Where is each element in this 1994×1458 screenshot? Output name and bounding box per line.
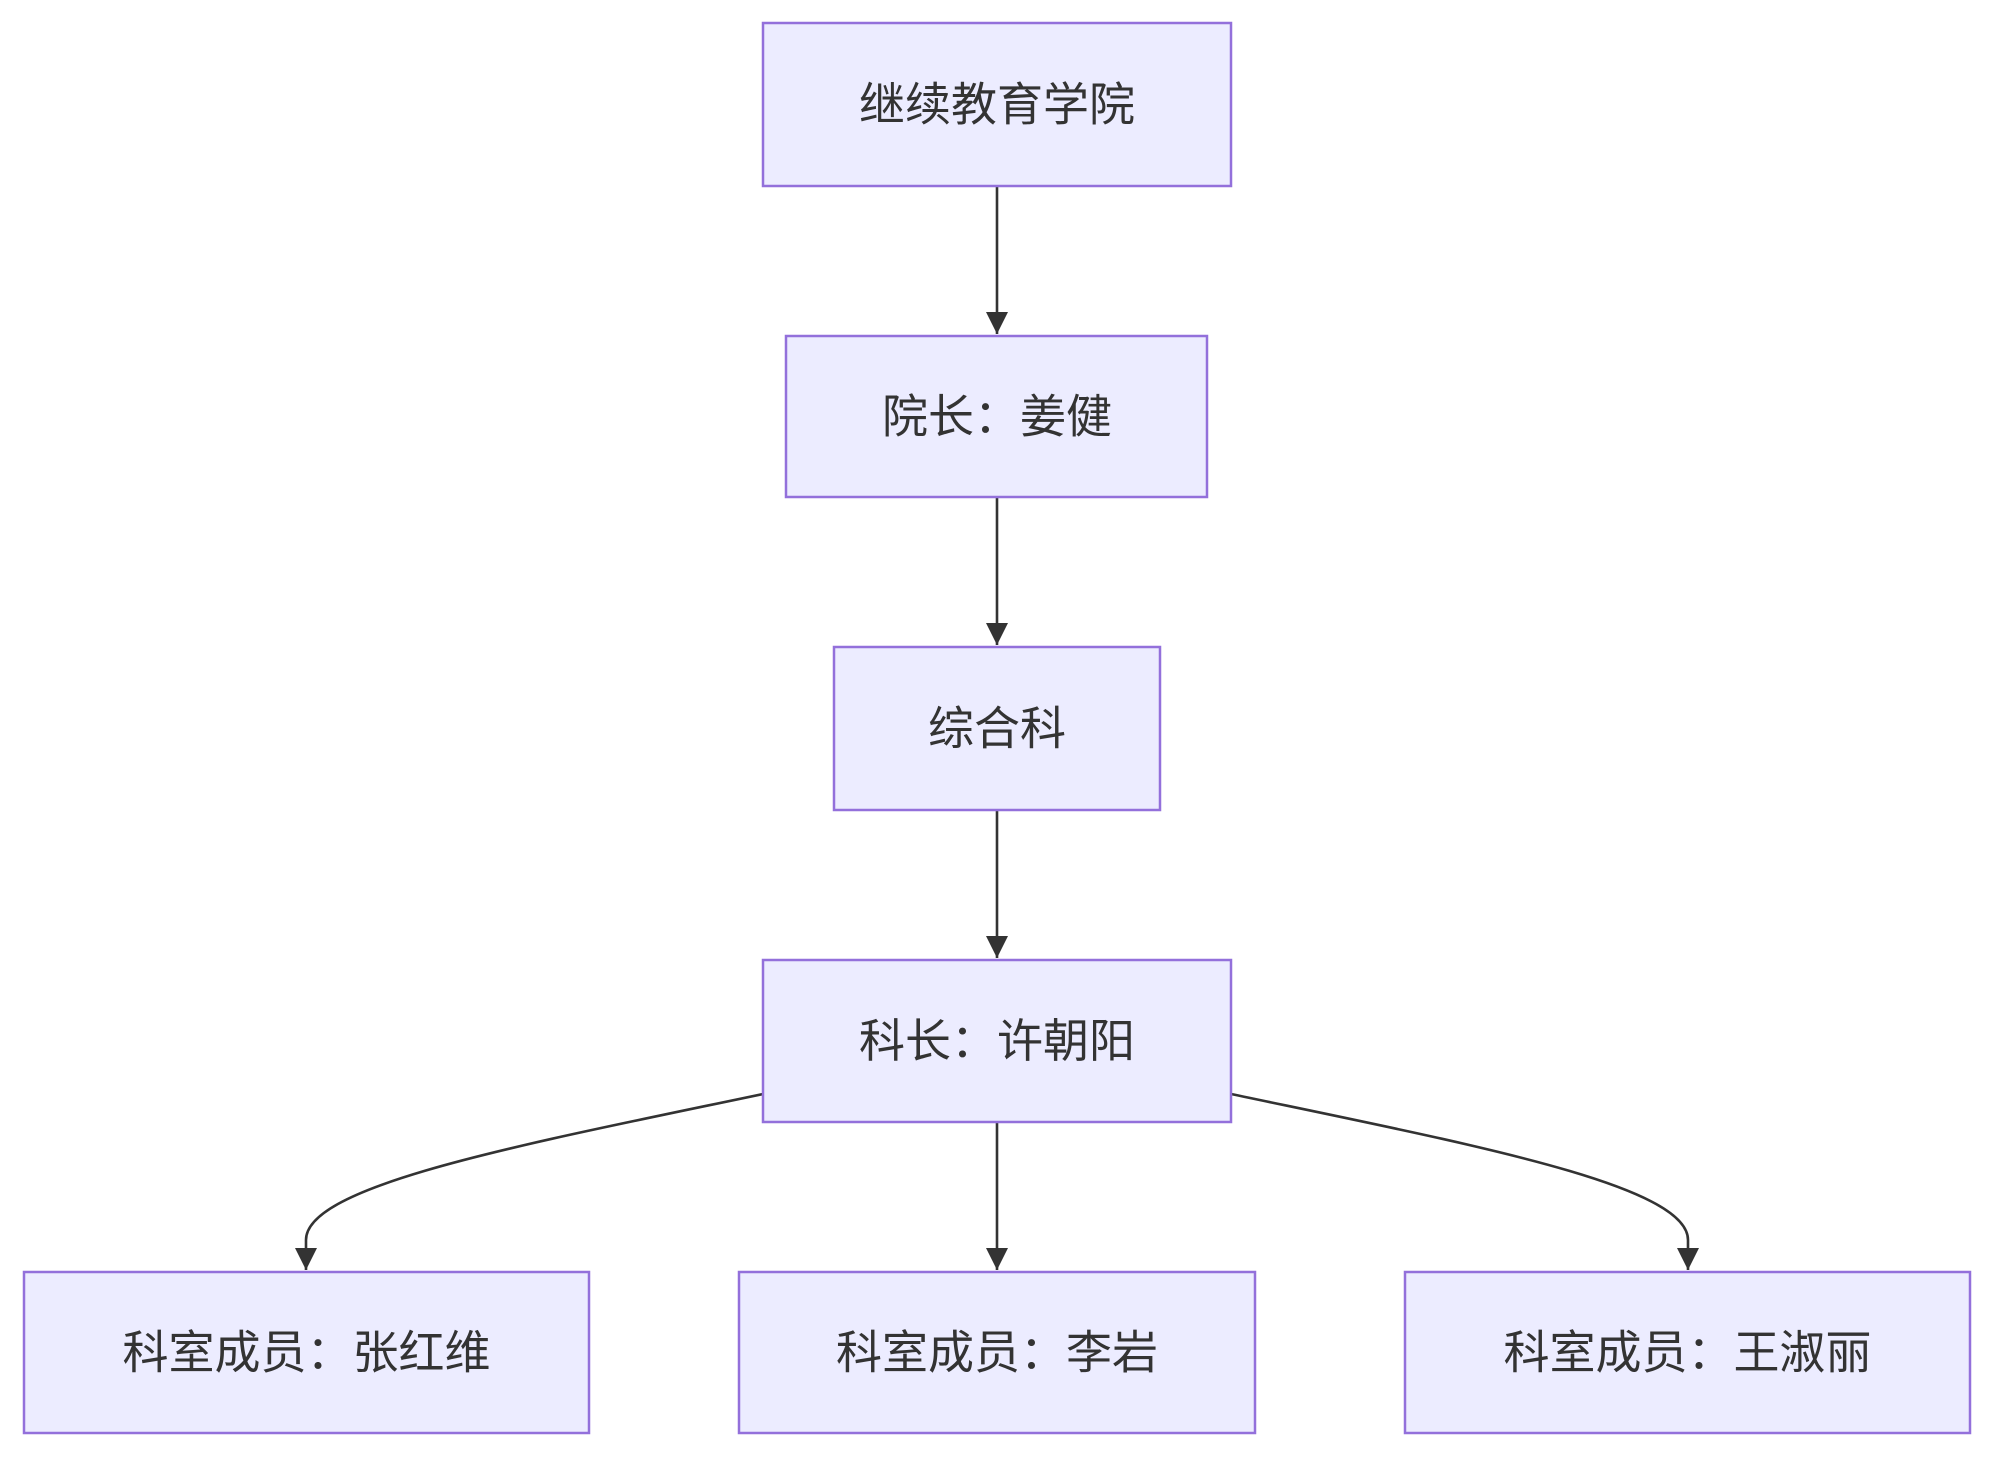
node-label: 院长：姜健	[882, 390, 1112, 444]
node-member-right: 科室成员：王淑丽	[1403, 1270, 1972, 1435]
node-label: 科长：许朝阳	[859, 1014, 1135, 1068]
edge-section-chief-to-member-right	[1230, 1092, 1699, 1270]
node-member-middle: 科室成员：李岩	[737, 1270, 1257, 1435]
node-box	[761, 21, 1233, 188]
node-label: 科室成员：张红维	[123, 1326, 491, 1380]
node-box	[737, 1270, 1257, 1435]
node-label: 综合科	[928, 702, 1066, 756]
node-section-chief: 科长：许朝阳	[761, 958, 1233, 1124]
node-dean: 院长：姜健	[784, 334, 1209, 499]
node-box	[761, 958, 1233, 1124]
node-box	[784, 334, 1209, 499]
node-box	[1403, 1270, 1972, 1435]
node-label: 继续教育学院	[859, 78, 1135, 132]
node-label: 科室成员：王淑丽	[1504, 1326, 1872, 1380]
node-label: 科室成员：李岩	[836, 1326, 1158, 1380]
node-box	[22, 1270, 591, 1435]
node-general-office: 综合科	[832, 645, 1162, 812]
node-college: 继续教育学院	[761, 21, 1233, 188]
node-member-left: 科室成员：张红维	[22, 1270, 591, 1435]
node-box	[832, 645, 1162, 812]
edge-section-chief-to-member-left	[295, 1092, 764, 1270]
